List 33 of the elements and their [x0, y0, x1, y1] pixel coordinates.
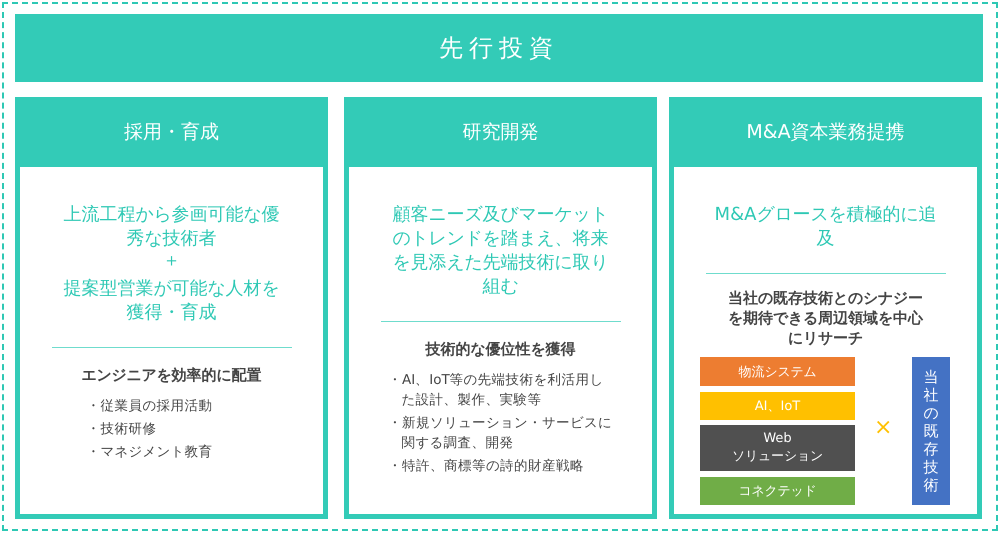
highlight-text: 提案型営業が可能な人材を獲得・育成	[62, 277, 280, 325]
panel	[15, 97, 328, 519]
panel-heading: 研究開発	[462, 120, 540, 145]
subheading: エンジニアを効率的に配置	[80, 366, 262, 385]
band-title: 先行投資	[439, 33, 559, 64]
highlight-text: 上流工程から参画可能な優秀な技術者	[62, 203, 280, 251]
category-bar	[912, 357, 950, 505]
body-text: 当社の既存技術とのシナジーを期待できる周辺領域を中心にリサーチ	[727, 288, 924, 348]
bar-label: 当社の既存技術	[924, 368, 938, 494]
bar-label: コネクテッド	[738, 483, 816, 500]
category-bar	[700, 425, 855, 471]
list-item: ・AI、IoT等の先端技術を利活用した設計、製作、実験等	[388, 371, 605, 410]
category-bar	[700, 477, 855, 505]
list-item: ・マネジメント教育	[86, 443, 214, 462]
list-item: ・技術研修	[86, 420, 158, 439]
panel-heading: M&A資本業務提携	[745, 120, 906, 145]
panel	[669, 97, 982, 519]
panel	[344, 97, 657, 519]
category-bar	[700, 392, 855, 420]
highlight-text: M&Aグロースを積極的に追及	[714, 203, 938, 251]
list-item: ・新規ソリューション・サービスに関する調査、開発	[388, 414, 613, 453]
title-band	[15, 14, 983, 82]
bar-label: Web ソリューション	[731, 430, 824, 466]
highlight-text: 顧客ニーズ及びマーケットのトレンドを踏まえ、将来を見添えた先端技術に取り組む	[392, 203, 610, 299]
bar-label: AI、IoT	[754, 398, 800, 415]
panel-heading: 採用・育成	[123, 120, 220, 145]
bar-label: 物流システム	[738, 364, 816, 380]
category-bar	[700, 357, 855, 386]
multiply-sign: ×	[874, 415, 892, 440]
list-item: ・特許、商標等の詩的財産戦略	[388, 457, 585, 476]
list-item: ・従業員の採用活動	[86, 397, 214, 416]
subheading: 技術的な優位性を獲得	[424, 340, 576, 359]
plus-sign: ＋	[162, 251, 180, 271]
